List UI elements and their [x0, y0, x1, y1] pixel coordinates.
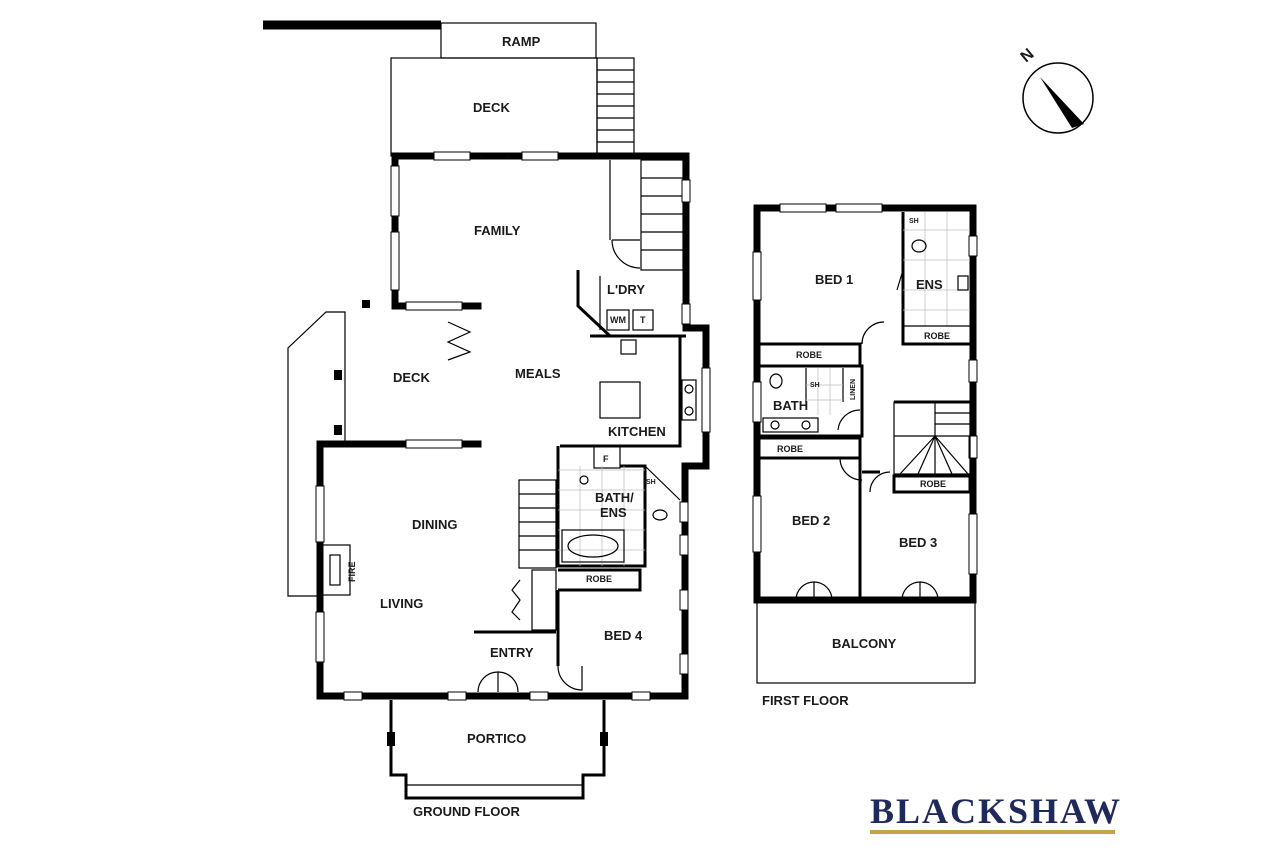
ground-floor-title: GROUND FLOOR	[413, 804, 520, 819]
brand-underline	[870, 830, 1115, 834]
label-deck-side: DECK	[393, 370, 430, 385]
label-f: F	[603, 454, 609, 464]
label-deck-top: DECK	[473, 100, 510, 115]
label-ens: ENS	[916, 277, 943, 292]
label-bed2: BED 2	[792, 513, 830, 528]
label-robe-ground: ROBE	[586, 574, 612, 584]
compass-arrow-icon: N	[1018, 46, 1094, 134]
north-label: N	[1018, 46, 1038, 66]
brand-logo: BLACKSHAW	[870, 791, 1122, 834]
label-t: T	[640, 315, 646, 325]
label-bath-ens-1: BATH/	[595, 490, 634, 505]
first-floor-plan	[752, 203, 978, 684]
label-robe-bed3: ROBE	[920, 479, 946, 489]
label-linen: LINEN	[850, 379, 857, 400]
label-meals: MEALS	[515, 366, 561, 381]
label-bath-first: BATH	[773, 398, 808, 413]
label-robe-bath: ROBE	[777, 444, 803, 454]
svg-text:←: ←	[505, 153, 512, 160]
label-kitchen: KITCHEN	[608, 424, 666, 439]
first-floor-title: FIRST FLOOR	[762, 693, 849, 708]
label-robe-ens: ROBE	[924, 331, 950, 341]
portico-outline	[389, 700, 606, 800]
label-family: FAMILY	[474, 223, 521, 238]
label-bed4: BED 4	[604, 628, 643, 643]
label-bed1: BED 1	[815, 272, 853, 287]
label-entry: ENTRY	[490, 645, 534, 660]
label-balcony: BALCONY	[832, 636, 897, 651]
label-portico: PORTICO	[467, 731, 526, 746]
stairs-outside	[596, 57, 635, 157]
label-laundry: L'DRY	[607, 282, 645, 297]
ground-floor-plan: → ←	[263, 20, 711, 800]
label-dining: DINING	[412, 517, 458, 532]
label-sh-ens: SH	[909, 218, 919, 225]
label-ramp: RAMP	[502, 34, 541, 49]
label-bath-ens-2: ENS	[600, 505, 627, 520]
label-living: LIVING	[380, 596, 423, 611]
label-fire: FIRE	[347, 561, 357, 582]
label-sh-bath: SH	[810, 382, 820, 389]
label-sh-ground: SH	[646, 479, 656, 486]
label-wm: WM	[610, 315, 626, 325]
balcony-outline	[756, 599, 976, 684]
label-robe-bed1: ROBE	[796, 350, 822, 360]
deck-side-outline	[287, 311, 346, 597]
svg-text:→: →	[478, 153, 485, 160]
kitchen-island	[599, 381, 641, 419]
label-bed3: BED 3	[899, 535, 937, 550]
brand-name: BLACKSHAW	[870, 791, 1122, 831]
